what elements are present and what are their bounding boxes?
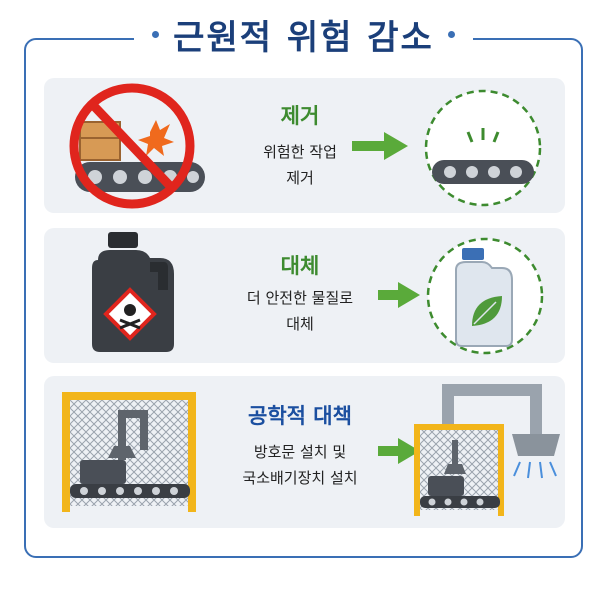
page-title: 근원적 위험 감소 [134, 9, 473, 59]
title-bar: 근원적 위험 감소 [0, 6, 607, 62]
desc-substitution-line1: 더 안전한 물질로 [246, 289, 354, 307]
title-dot-right [447, 30, 455, 38]
arrow-right-icon [378, 282, 420, 308]
desc-engineering-line2: 국소배기장치 설치 [242, 469, 358, 487]
desc-engineering-line1: 방호문 설치 및 [253, 443, 347, 461]
safe-jug-icon [426, 237, 544, 355]
label-engineering: 공학적 대책 [248, 404, 352, 428]
empty-conveyor-icon [424, 89, 542, 207]
label-substitution: 대체 [280, 254, 320, 278]
desc-substitution-line2: 대체 [286, 315, 314, 333]
conveyor-prohibited-icon [69, 83, 205, 209]
label-elimination: 제거 [280, 104, 320, 128]
title-text: 근원적 위험 감소 [173, 17, 434, 58]
desc-elimination-line1: 위험한 작업 [263, 143, 337, 161]
title-dot-left [152, 30, 160, 38]
arrow-right-icon [352, 132, 408, 160]
desc-elimination-line2: 제거 [286, 169, 314, 187]
arrow-right-icon [378, 438, 420, 464]
toxic-jug-icon [92, 232, 174, 352]
guarded-machine-icon [62, 392, 196, 512]
ventilated-machine-icon [414, 384, 560, 516]
